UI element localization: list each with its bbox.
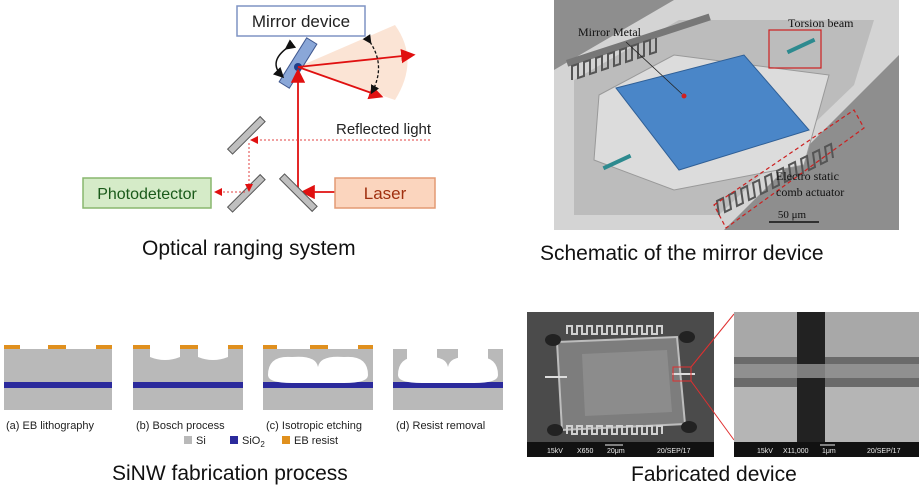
sinw-process-diagram: (a) EB lithography (b) Bosch process (c)…: [4, 345, 503, 449]
step-a: [4, 345, 112, 410]
step-d-label: (d) Resist removal: [396, 420, 485, 432]
comb-label-2: comb actuator: [776, 185, 844, 199]
legend-eb-resist: EB resist: [294, 435, 338, 447]
comb-top: [566, 13, 711, 67]
process-legend: Si SiO2 EB resist: [184, 435, 338, 449]
sem-left-scale: 20μm: [607, 448, 625, 455]
scan-fan: [298, 25, 408, 100]
optical-caption: Optical ranging system: [142, 237, 356, 260]
blue-mirror: [615, 54, 810, 171]
mirror-metal-label: Mirror Metal: [578, 25, 642, 39]
schematic-caption: Schematic of the mirror device: [540, 242, 824, 265]
step-b-label: (b) Bosch process: [136, 420, 225, 432]
sem-right: 15kV X11,000 1μm 20/SEP/17: [734, 312, 919, 457]
step-b: [133, 345, 243, 410]
scale-label: 50 μm: [778, 209, 807, 221]
comb-label-1: Electro static: [776, 169, 839, 183]
sem-right-mag: X11,000: [783, 448, 809, 455]
laser-box: [334, 177, 436, 209]
sem-right-scale: 1μm: [822, 448, 836, 455]
sem-left-date: 20/SEP/17: [657, 448, 691, 455]
sem-images: 15kV X650 20μm 20/SEP/17 15kV X11,000 1μ…: [527, 312, 919, 457]
step-c: [263, 345, 373, 410]
optical-ranging-diagram: Mirror device Reflected light Photodetec…: [82, 5, 436, 213]
comb-actuator-region: [713, 109, 865, 229]
sem-right-date: 20/SEP/17: [867, 448, 901, 455]
legend-sio2-sub: 2: [260, 440, 265, 449]
rotation-arrow-icon: [272, 39, 297, 79]
fixed-mirror-laser: [278, 173, 318, 213]
photodetector-box: [82, 177, 212, 209]
step-d: [393, 349, 503, 410]
sem-left: 15kV X650 20μm 20/SEP/17: [527, 312, 714, 457]
mirror-device-label: Mirror device: [252, 12, 350, 31]
comb-fingers-top: [571, 38, 657, 80]
fixed-mirror-bottom: [226, 173, 266, 213]
legend-si: Si: [196, 435, 206, 447]
fixed-mirror-top: [226, 115, 266, 155]
mirror-schematic: Mirror Metal Torsion beam Electro static…: [554, 0, 899, 230]
step-a-label: (a) EB lithography: [6, 420, 95, 432]
sem-zoom-box: [672, 366, 692, 382]
photodetector-label: Photodetector: [97, 186, 197, 203]
laser-label: Laser: [364, 184, 407, 203]
sinw-caption: SiNW fabrication process: [112, 462, 348, 485]
torsion-beam-highlight: [768, 29, 822, 69]
fabricated-caption: Fabricated device: [631, 463, 797, 486]
sem-left-mag: X650: [577, 448, 593, 455]
torsion-beam-label: Torsion beam: [788, 16, 854, 30]
legend-sio2: SiO: [242, 435, 261, 447]
step-c-label: (c) Isotropic etching: [266, 420, 362, 432]
mirror-device-label-box: Mirror device: [236, 5, 366, 37]
sem-left-kv: 15kV: [547, 448, 563, 455]
svg-text:SiO2: SiO2: [242, 435, 265, 449]
sem-right-kv: 15kV: [757, 448, 773, 455]
reflected-light-label: Reflected light: [336, 121, 432, 138]
comb-fingers-bottom: [715, 142, 834, 216]
